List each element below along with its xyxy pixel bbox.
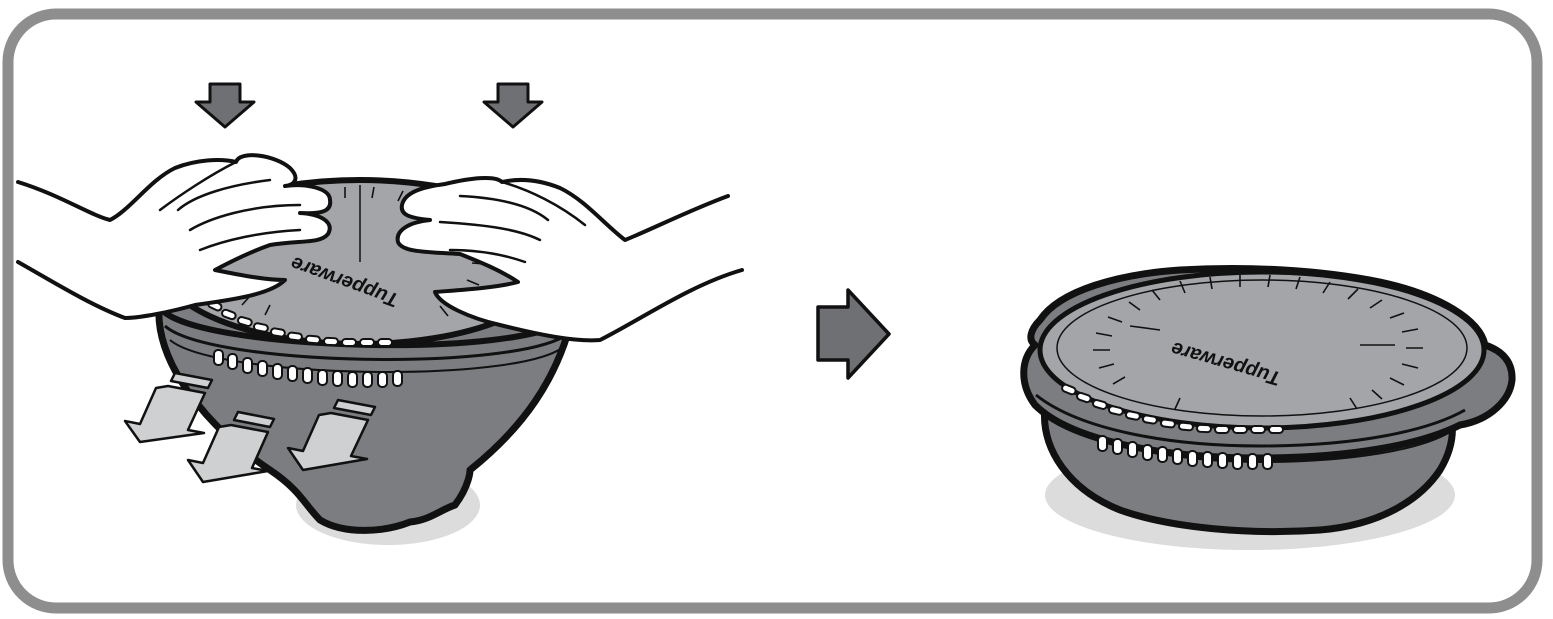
right-hand: [395, 175, 744, 343]
sealed-bowl-rim-line: [1035, 393, 1466, 448]
sealed-lid-inner-ring: [1056, 279, 1468, 417]
arrow-down-left-icon: [186, 410, 276, 484]
sealed-lid-vent-slots: [1061, 383, 1284, 434]
sealed-bowl-rim-line-2: [1045, 411, 1451, 464]
bowl-vent-slots: [213, 349, 403, 388]
arrow-right-icon: [816, 288, 891, 380]
step-press-lid-scene: Tupperware: [16, 82, 744, 545]
arrow-down-icon: [194, 82, 256, 129]
left-hand: [16, 153, 333, 320]
right-hand-finger-lines: [438, 180, 587, 264]
arrow-down-left-icon: [286, 398, 377, 472]
left-hand-finger-lines: [158, 160, 302, 252]
arrow-down-icon: [482, 82, 544, 129]
sealed-lid-ribs: [1093, 274, 1423, 410]
bowl-rim-inner: [164, 324, 569, 361]
bowl-rim-inner-2: [169, 339, 563, 373]
arrow-down-left-icon: [123, 371, 214, 444]
step-sealed-bowl-scene: Tupperware: [1020, 265, 1516, 550]
sealed-bowl-vent-slots: [1097, 435, 1273, 470]
